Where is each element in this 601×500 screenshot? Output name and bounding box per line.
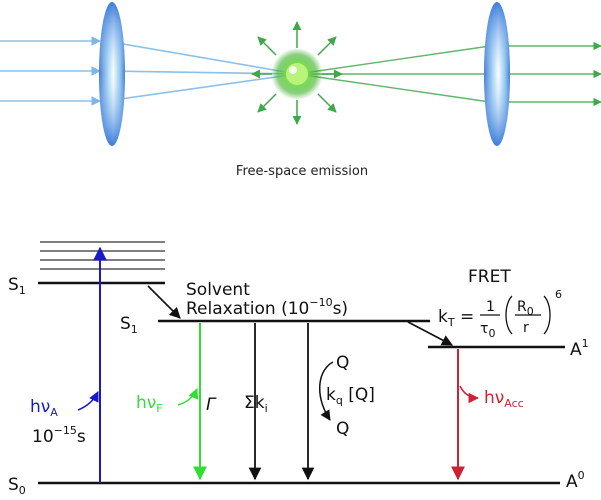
gamma-label: Γ	[206, 395, 217, 415]
s1-relaxed-label: S1	[120, 314, 138, 336]
quencher-top-label: Q	[336, 353, 349, 373]
fluorescence-pointer	[177, 388, 199, 406]
vibrational-levels	[40, 241, 165, 270]
emitter-highlight	[289, 66, 297, 74]
svg-text:r: r	[523, 320, 529, 336]
collected-rays	[296, 41, 601, 107]
right-lens-sheen	[484, 2, 510, 146]
fret-title: FRET	[468, 267, 511, 287]
quench-curve	[318, 361, 334, 421]
svg-text:τ0: τ0	[480, 321, 495, 340]
acceptor-emission-label: hνAcc	[484, 388, 524, 410]
s1-high-label: S1	[8, 275, 26, 297]
emission-arrows	[251, 21, 343, 125]
a1-label: A1	[570, 337, 589, 360]
fret-transfer-arrow	[407, 321, 453, 346]
fluorescence-label: hνF	[136, 393, 163, 415]
relaxation-label: Relaxation (10−10s)	[186, 296, 348, 319]
fret-formula: kT = 1 τ0 R0 r 6	[438, 288, 562, 340]
acceptor-emission-pointer	[459, 385, 480, 404]
svg-text:6: 6	[555, 288, 562, 301]
jablonski-diagram: S1 S1 S0 hνA 10−15s Solvent Relaxation (…	[8, 241, 589, 497]
solvent-label: Solvent	[186, 280, 250, 300]
left-lens-sheen	[99, 2, 125, 146]
quencher-bottom-label: Q	[336, 419, 349, 439]
svg-text:1: 1	[486, 299, 495, 315]
incoming-rays	[0, 36, 298, 106]
emitter-core	[286, 63, 308, 85]
absorption-pointer	[77, 391, 99, 411]
a0-label: A0	[566, 469, 585, 492]
optics-panel: Free-space emission	[0, 2, 601, 179]
quench-rate-label: kq [Q]	[326, 385, 375, 407]
absorption-label: hνA	[30, 397, 58, 419]
absorption-time-label: 10−15s	[32, 424, 86, 447]
svg-text:R0: R0	[517, 299, 534, 318]
svg-text:kT =: kT =	[438, 307, 474, 329]
nonradiative-label: Σki	[244, 393, 268, 415]
optics-caption: Free-space emission	[236, 164, 368, 179]
solvent-relaxation-arrow	[147, 285, 181, 319]
s0-label: S0	[8, 475, 26, 497]
